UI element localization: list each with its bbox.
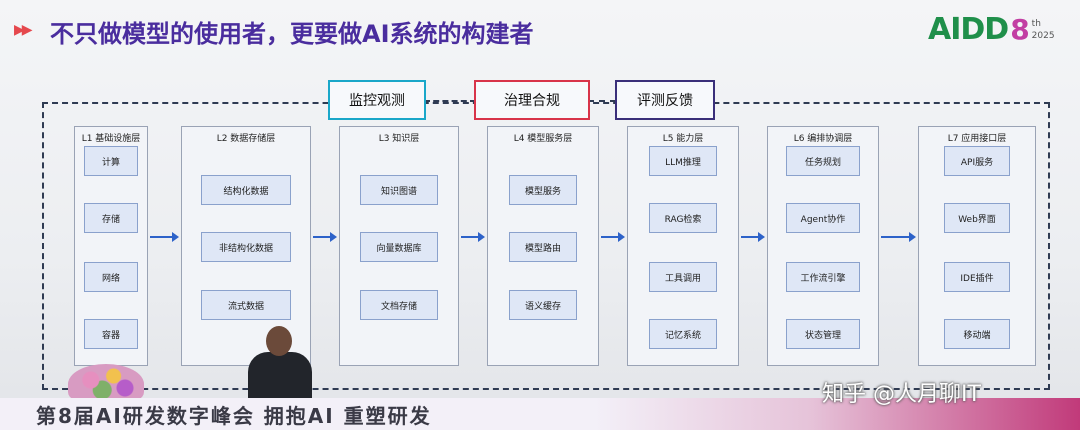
governance-monitoring: 监控观测 [328, 80, 426, 120]
layer-component: 结构化数据 [201, 175, 291, 205]
flow-arrow-icon [881, 232, 916, 242]
layer-component: 记忆系统 [649, 319, 717, 349]
layer-title: L1 基础设施层 [81, 134, 141, 144]
governance-connector [588, 100, 616, 102]
logo-year: 2025 [1031, 30, 1055, 41]
logo-sub: th 2025 [1032, 18, 1055, 42]
governance-label: 监控观测 [349, 93, 405, 109]
layer-component: 流式数据 [201, 290, 291, 320]
layer-component: 容器 [84, 319, 138, 349]
layer-component: Web界面 [944, 203, 1010, 233]
layer-title: L4 模型服务层 [513, 134, 573, 144]
layer-component: RAG检索 [649, 203, 717, 233]
layer-component: 模型路由 [509, 232, 577, 262]
layer-component: Agent协作 [786, 203, 860, 233]
title-arrow-icon: ▶▶ [14, 22, 32, 38]
aidd-logo: AIDD 8 th 2025 [928, 12, 1055, 47]
layer-component: 语义缓存 [509, 290, 577, 320]
governance-compliance: 治理合规 [474, 80, 590, 120]
layer-title: L6 编排协调层 [793, 134, 853, 144]
flower-arrangement [68, 364, 144, 404]
zhihu-watermark: 知乎 @人月聊IT [822, 382, 981, 407]
layer-component: API服务 [944, 146, 1010, 176]
governance-label: 评测反馈 [637, 93, 693, 109]
layer-component: 移动端 [944, 319, 1010, 349]
layer-component: 网络 [84, 262, 138, 292]
flow-arrow-icon [461, 232, 485, 242]
layer-component: LLM推理 [649, 146, 717, 176]
layer-title: L2 数据存储层 [216, 134, 276, 144]
event-banner-text: 第8届AI研发数字峰会 拥抱AI 重塑研发 [36, 404, 432, 428]
governance-connector [424, 100, 476, 102]
flow-arrow-icon [313, 232, 337, 242]
layer-component: 计算 [84, 146, 138, 176]
logo-superscript: th [1031, 18, 1041, 29]
governance-evaluation: 评测反馈 [615, 80, 715, 120]
layer-component: 向量数据库 [360, 232, 438, 262]
layer-component: 任务规划 [786, 146, 860, 176]
layer-component: 知识图谱 [360, 175, 438, 205]
speaker-head [266, 326, 292, 356]
layer-component: 工具调用 [649, 262, 717, 292]
flow-arrow-icon [741, 232, 765, 242]
flow-arrow-icon [150, 232, 179, 242]
layer-component: 存储 [84, 203, 138, 233]
event-banner [0, 398, 1080, 430]
layer-title: L5 能力层 [662, 134, 704, 144]
governance-label: 治理合规 [504, 93, 560, 109]
flow-arrow-icon [601, 232, 625, 242]
layer-component: 非结构化数据 [201, 232, 291, 262]
logo-text: AIDD [928, 12, 1009, 47]
layer-component: 文档存储 [360, 290, 438, 320]
logo-number: 8 [1010, 13, 1030, 46]
slide-title: 不只做模型的使用者，更要做AI系统的构建者 [50, 20, 534, 48]
layer-l3: L3 知识层 [339, 126, 459, 366]
layer-component: 模型服务 [509, 175, 577, 205]
layer-title: L7 应用接口层 [947, 134, 1007, 144]
layer-title: L3 知识层 [378, 134, 420, 144]
layer-component: 工作流引擎 [786, 262, 860, 292]
layer-component: 状态管理 [786, 319, 860, 349]
layer-component: IDE插件 [944, 262, 1010, 292]
